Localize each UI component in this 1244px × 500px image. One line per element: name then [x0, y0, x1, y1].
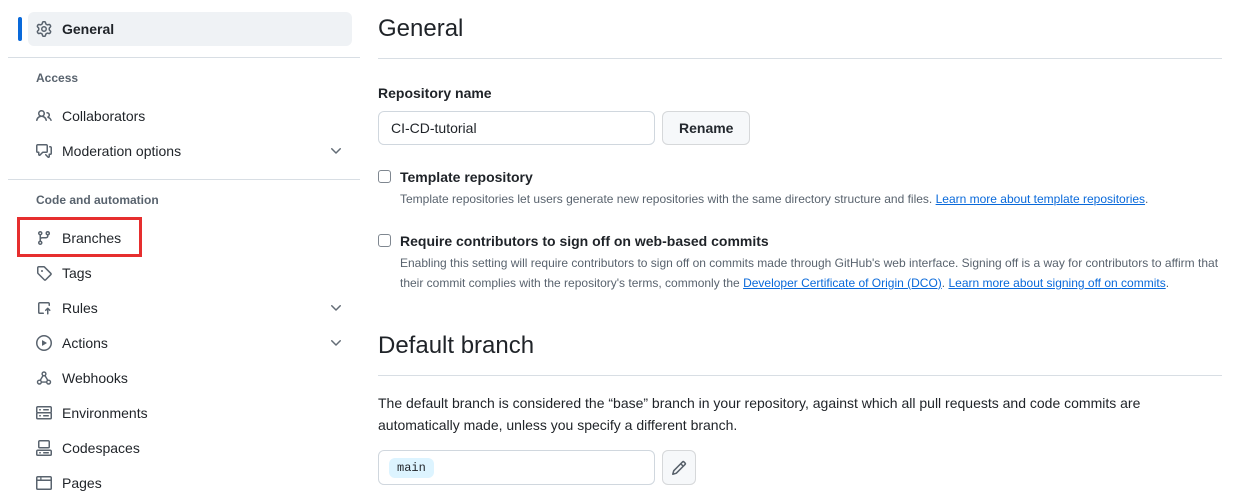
sidebar-item-label: Tags	[62, 264, 92, 281]
settings-main-panel: General Repository name Rename Template …	[368, 0, 1244, 498]
template-repository-description: Template repositories let users generate…	[378, 189, 1222, 209]
chevron-down-icon	[331, 147, 341, 154]
sidebar-item-branches[interactable]: Branches	[17, 217, 352, 257]
sidebar-item-label: Collaborators	[62, 107, 146, 124]
default-branch-field: main	[378, 450, 655, 485]
sidebar-item-rules[interactable]: Rules	[28, 290, 352, 325]
comment-discussion-icon	[36, 143, 52, 158]
sidebar-item-environments[interactable]: Environments	[28, 395, 352, 430]
branch-name-badge: main	[389, 457, 434, 478]
default-branch-description: The default branch is considered the “ba…	[378, 395, 1141, 433]
page-title-general: General	[378, 14, 1222, 59]
pencil-icon	[671, 460, 687, 475]
template-repositories-link[interactable]: Learn more about template repositories	[935, 192, 1146, 206]
description-suffix: .	[1145, 192, 1149, 206]
people-icon	[36, 109, 52, 121]
description-text: Enabling this setting will require contr…	[400, 256, 1219, 290]
sidebar-divider	[8, 57, 360, 58]
require-signoff-checkbox[interactable]	[378, 234, 391, 247]
signoff-commits-link[interactable]: Learn more about signing off on commits	[948, 276, 1166, 290]
require-signoff-description: Enabling this setting will require contr…	[378, 253, 1222, 293]
template-repository-label: Template repository	[400, 169, 533, 185]
settings-sidebar: General Access Collaborators Moderation …	[0, 0, 368, 498]
require-signoff-label: Require contributors to sign off on web-…	[400, 233, 769, 249]
rules-icon	[38, 301, 51, 314]
description-suffix: .	[1165, 276, 1170, 290]
sidebar-divider	[8, 179, 360, 180]
sidebar-item-label: Codespaces	[62, 439, 140, 456]
webhook-icon	[36, 370, 52, 385]
template-repository-checkbox[interactable]	[378, 170, 391, 183]
repository-name-label: Repository name	[378, 85, 492, 101]
sidebar-item-label: Moderation options	[62, 142, 182, 159]
sidebar-item-general[interactable]: General	[18, 12, 352, 46]
sidebar-item-label: General	[62, 21, 115, 37]
tag-icon	[37, 265, 52, 281]
sidebar-item-moderation-options[interactable]: Moderation options	[28, 133, 352, 168]
sidebar-group-title-code-automation: Code and automation	[36, 193, 159, 207]
sidebar-item-label: Actions	[62, 334, 108, 351]
git-branch-icon	[37, 230, 50, 245]
dco-link[interactable]: Developer Certificate of Origin (DCO)	[743, 276, 942, 290]
browser-icon	[36, 475, 52, 490]
rename-button[interactable]: Rename	[662, 111, 751, 145]
gear-icon	[36, 21, 52, 37]
codespaces-icon	[36, 439, 52, 456]
edit-branch-button[interactable]	[662, 450, 696, 485]
sidebar-item-tags[interactable]: Tags	[28, 255, 352, 290]
sidebar-item-label: Branches	[62, 229, 122, 246]
description-separator: .	[941, 276, 949, 290]
sidebar-group-title-access: Access	[36, 71, 79, 85]
sidebar-item-label: Rules	[62, 299, 98, 316]
server-icon	[36, 405, 52, 419]
play-icon	[36, 334, 52, 351]
chevron-down-icon	[331, 304, 341, 311]
description-text: Template repositories let users generate…	[400, 192, 936, 206]
sidebar-item-codespaces[interactable]: Codespaces	[28, 430, 352, 465]
sidebar-item-pages[interactable]: Pages	[28, 465, 352, 500]
sidebar-item-label: Pages	[62, 474, 102, 491]
sidebar-item-actions[interactable]: Actions	[28, 325, 352, 360]
repository-name-input[interactable]	[378, 111, 655, 145]
sidebar-item-collaborators[interactable]: Collaborators	[28, 98, 352, 133]
page-title-default-branch: Default branch	[378, 331, 1222, 376]
sidebar-item-webhooks[interactable]: Webhooks	[28, 360, 352, 395]
sidebar-item-label: Environments	[62, 404, 148, 421]
sidebar-item-label: Webhooks	[62, 369, 128, 386]
chevron-down-icon	[331, 339, 341, 346]
